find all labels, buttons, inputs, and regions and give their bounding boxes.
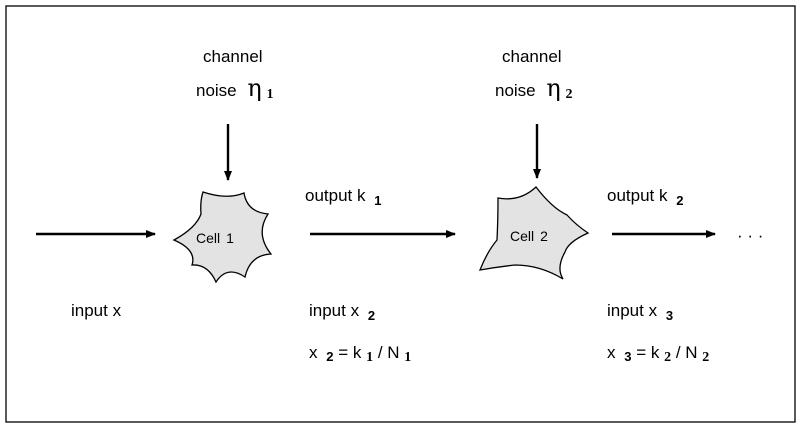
eta-2-symbol: η <box>546 74 560 102</box>
input-2-label: input x 3 <box>607 301 673 323</box>
eta-1-subscript: 1 <box>267 87 274 102</box>
channel-1-noise-word: noise <box>196 81 237 100</box>
channel-2-noise-label: noise η 2 <box>495 74 573 102</box>
output-1-label: output k 1 <box>305 186 381 208</box>
eta-1-symbol: η <box>247 74 261 102</box>
cell-1-shape <box>172 191 273 284</box>
input-0-label: input x <box>71 301 122 320</box>
equation-2: x 3 = k 2 / N 2 <box>607 343 709 365</box>
eta-2-subscript: 2 <box>566 87 573 102</box>
diagram-frame <box>5 5 796 423</box>
continuation-dots: · · · <box>737 226 763 245</box>
channel-2-noise-word: noise <box>495 81 536 100</box>
channel-1-label: channel <box>203 47 263 66</box>
input-1-label: input x 2 <box>309 301 375 323</box>
channel-2-label: channel <box>502 47 562 66</box>
output-2-label: output k 2 <box>607 186 683 208</box>
cell-2-label: Cell 2 <box>510 228 548 245</box>
channel-1-noise-label: noise η 1 <box>196 74 274 102</box>
cell-1-label: Cell 1 <box>196 230 234 247</box>
cell-2-shape <box>478 186 590 280</box>
equation-1: x 2 = k 1 / N 1 <box>309 343 411 365</box>
